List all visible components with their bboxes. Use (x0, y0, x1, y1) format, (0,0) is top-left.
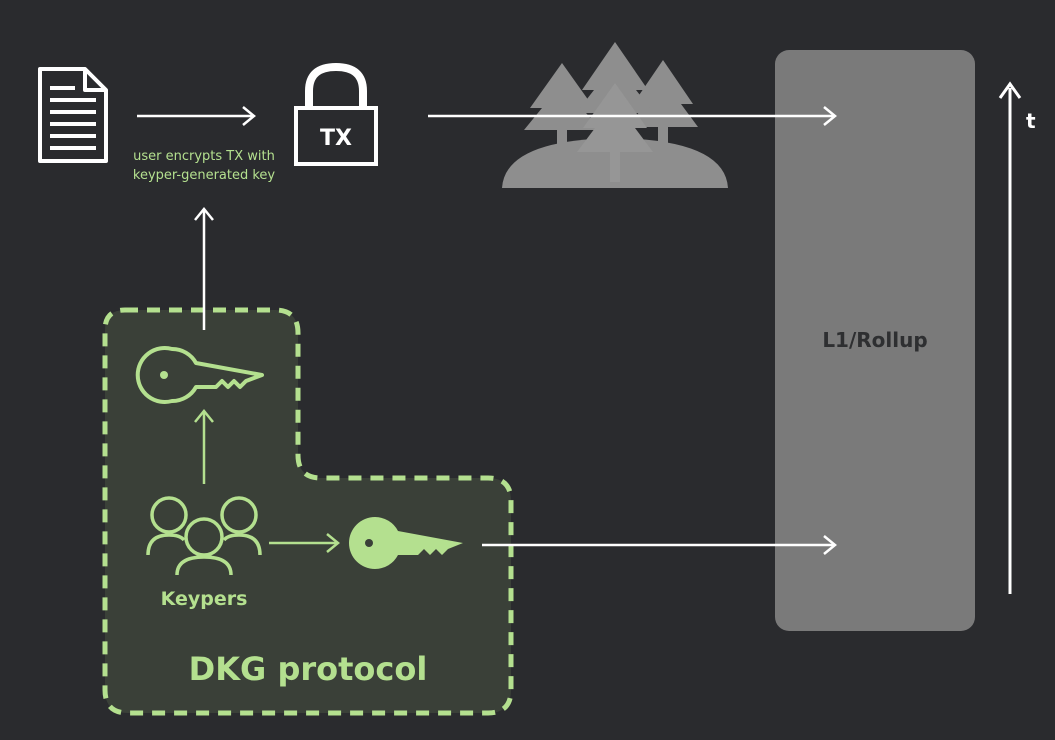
dkg-region (102, 307, 514, 716)
time-axis (998, 81, 1022, 594)
arrow-keypers-to-secret-key (269, 533, 340, 553)
secret-key-icon (349, 517, 463, 569)
lock-icon (294, 62, 378, 166)
encrypt-caption-line2: keyper-generated key (133, 168, 276, 183)
l1-rollup-panel (775, 50, 975, 631)
arrow-keypers-to-key (194, 409, 214, 484)
forest-icon (502, 42, 728, 188)
keypers-label: Keypers (161, 588, 248, 610)
lock-tx-label: TX (320, 126, 352, 151)
encrypt-caption-line1: user encrypts TX with (133, 149, 275, 164)
arrow-key-to-caption (194, 207, 214, 330)
key-icon (135, 346, 264, 404)
arrow-secret-key-to-rollup (482, 535, 837, 555)
dkg-protocol-label: DKG protocol (189, 650, 428, 688)
document-icon (38, 67, 108, 163)
time-axis-label: t (1026, 109, 1036, 133)
arrow-document-to-lock (137, 106, 256, 126)
l1-rollup-label: L1/Rollup (822, 328, 927, 352)
arrow-lock-to-rollup (428, 106, 837, 126)
keypers-group-icon (146, 496, 262, 576)
